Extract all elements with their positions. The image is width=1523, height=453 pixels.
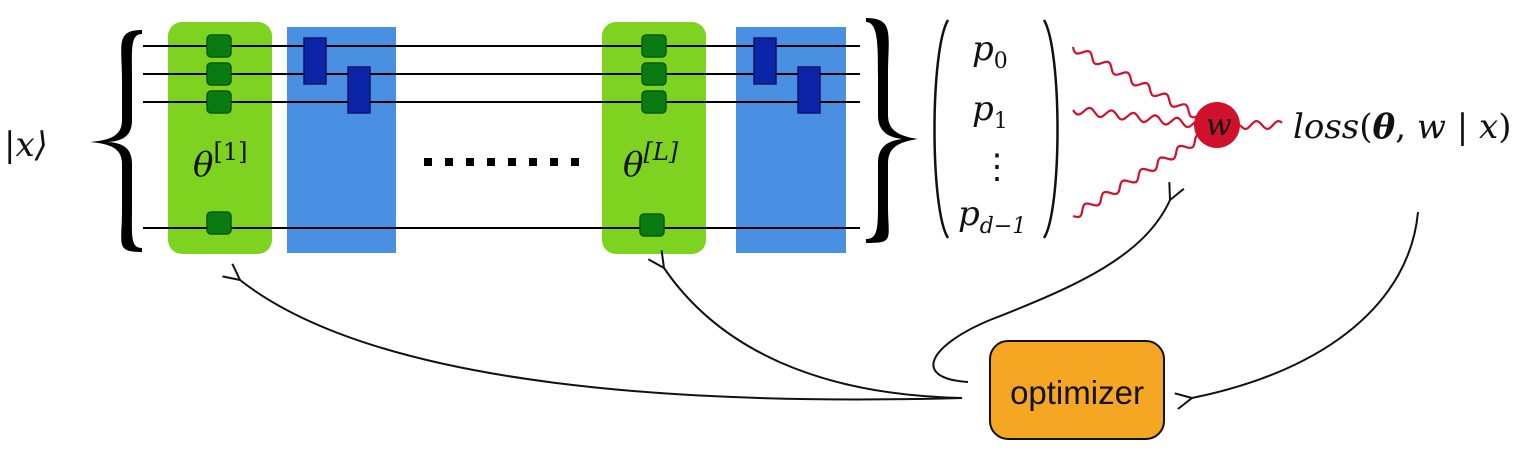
param-gate [641, 90, 667, 114]
param-block-1 [168, 22, 272, 254]
optimizer-box[interactable] [989, 340, 1165, 440]
arrow-loss-to-optimizer [1192, 211, 1419, 398]
param-gate [206, 90, 232, 114]
param-gate [641, 34, 667, 58]
param-gate [639, 213, 665, 237]
vector-left-paren [933, 19, 950, 239]
prob-pd-1: pd−1 [958, 194, 1026, 239]
param-gate [206, 34, 232, 58]
param-gate [206, 62, 232, 86]
entangle-gates-layer-L [753, 37, 821, 114]
wave-line-pd-1 [1072, 133, 1199, 219]
param-label-1: θ[1] [193, 138, 247, 185]
param-gates-layer-1 [206, 34, 232, 235]
prob-p1: p1 [972, 89, 1008, 134]
weight-node [1194, 102, 1240, 148]
entangle-block-L [736, 27, 846, 253]
feedback-arrows [240, 200, 1419, 401]
prob-vdots: ⋮ [980, 147, 1014, 187]
weight-node-label: w [1206, 108, 1232, 143]
loss-expression: loss(θ, w | x) [1293, 107, 1511, 147]
measurement-wavy-lines [1071, 46, 1283, 219]
prob-p0: p0 [972, 29, 1008, 74]
entangle-gate [753, 37, 777, 85]
param-gate [206, 211, 232, 235]
param-gates-layer-L [639, 34, 667, 237]
vector-right-paren [1042, 19, 1059, 239]
input-state-label: |x⟩ [4, 125, 48, 165]
entangle-gate [347, 66, 371, 114]
optimizer-label: optimizer [1010, 374, 1144, 411]
param-gate [641, 62, 667, 86]
arrow-optimizer-to-layer-1 [240, 280, 963, 401]
param-label-L: θ[L] [623, 138, 679, 185]
entangle-gates-layer-1 [303, 37, 371, 114]
param-block-L [602, 22, 706, 254]
qubit-wires [143, 45, 860, 229]
wave-line-out [1239, 119, 1283, 131]
wave-line-p0 [1071, 46, 1199, 119]
layer-ellipsis [424, 158, 579, 166]
arrow-optimizer-to-weight [932, 200, 1170, 383]
wave-line-p1 [1072, 106, 1197, 129]
left-brace [90, 30, 142, 252]
entangle-gate [797, 66, 821, 114]
arrow-optimizer-to-layer-L [664, 268, 963, 399]
entangle-gate [303, 37, 327, 85]
right-brace [866, 18, 918, 243]
